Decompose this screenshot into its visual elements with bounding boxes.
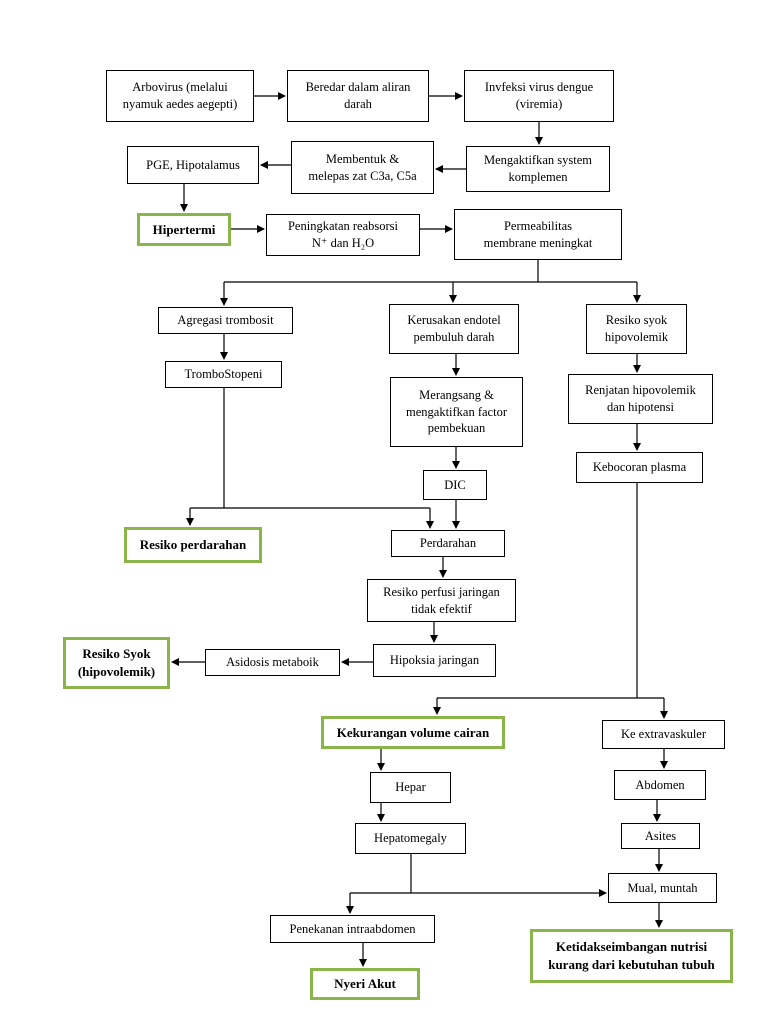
node-hepatomegaly: Hepatomegaly xyxy=(355,823,466,854)
node-membentuk-c3a-c5a: Membentuk & melepas zat C3a, C5a xyxy=(291,141,434,194)
node-pge-hipotalamus: PGE, Hipotalamus xyxy=(127,146,259,184)
node-beredar-aliran-darah: Beredar dalam aliran darah xyxy=(287,70,429,122)
node-mengaktifkan-komplemen: Mengaktifkan system komplemen xyxy=(466,146,610,192)
diagnosis-resiko-perdarahan: Resiko perdarahan xyxy=(124,527,262,563)
diagnosis-resiko-syok: Resiko Syok (hipovolemik) xyxy=(63,637,170,689)
diagnosis-hipertermi: Hipertermi xyxy=(137,213,231,246)
node-abdomen: Abdomen xyxy=(614,770,706,800)
node-penekanan-intraabdomen: Penekanan intraabdomen xyxy=(270,915,435,943)
node-hepar: Hepar xyxy=(370,772,451,803)
diagnosis-ketidakseimbangan-nutrisi: Ketidakseimbangan nutrisi kurang dari ke… xyxy=(530,929,733,983)
node-arbovirus: Arbovirus (melalui nyamuk aedes aegepti) xyxy=(106,70,254,122)
node-asites: Asites xyxy=(621,823,700,849)
node-resiko-perfusi-jaringan: Resiko perfusi jaringan tidak efektif xyxy=(367,579,516,622)
node-trombostopeni: TromboStopeni xyxy=(165,361,282,388)
diagnosis-nyeri-akut: Nyeri Akut xyxy=(310,968,420,1000)
node-hipoksia-jaringan: Hipoksia jaringan xyxy=(373,644,496,677)
node-merangsang-pembekuan: Merangsang & mengaktifkan factor pembeku… xyxy=(390,377,523,447)
node-peningkatan-reabsorsi: Peningkatan reabsorsi N⁺ dan H₂O xyxy=(266,214,420,256)
node-infeksi-virus-dengue: Invfeksi virus dengue (viremia) xyxy=(464,70,614,122)
node-kebocoran-plasma: Kebocoran plasma xyxy=(576,452,703,483)
node-asidosis-metaboik: Asidosis metaboik xyxy=(205,649,340,676)
diagnosis-kekurangan-volume-cairan: Kekurangan volume cairan xyxy=(321,716,505,749)
node-resiko-syok-hipovolemik: Resiko syok hipovolemik xyxy=(586,304,687,354)
node-permeabilitas-membrane: Permeabilitas membrane meningkat xyxy=(454,209,622,260)
node-renjatan-hipovolemik: Renjatan hipovolemik dan hipotensi xyxy=(568,374,713,424)
node-dic: DIC xyxy=(423,470,487,500)
node-perdarahan: Perdarahan xyxy=(391,530,505,557)
node-mual-muntah: Mual, muntah xyxy=(608,873,717,903)
node-ke-extravaskuler: Ke extravaskuler xyxy=(602,720,725,749)
node-kerusakan-endotel: Kerusakan endotel pembuluh darah xyxy=(389,304,519,354)
node-agregasi-trombosit: Agregasi trombosit xyxy=(158,307,293,334)
